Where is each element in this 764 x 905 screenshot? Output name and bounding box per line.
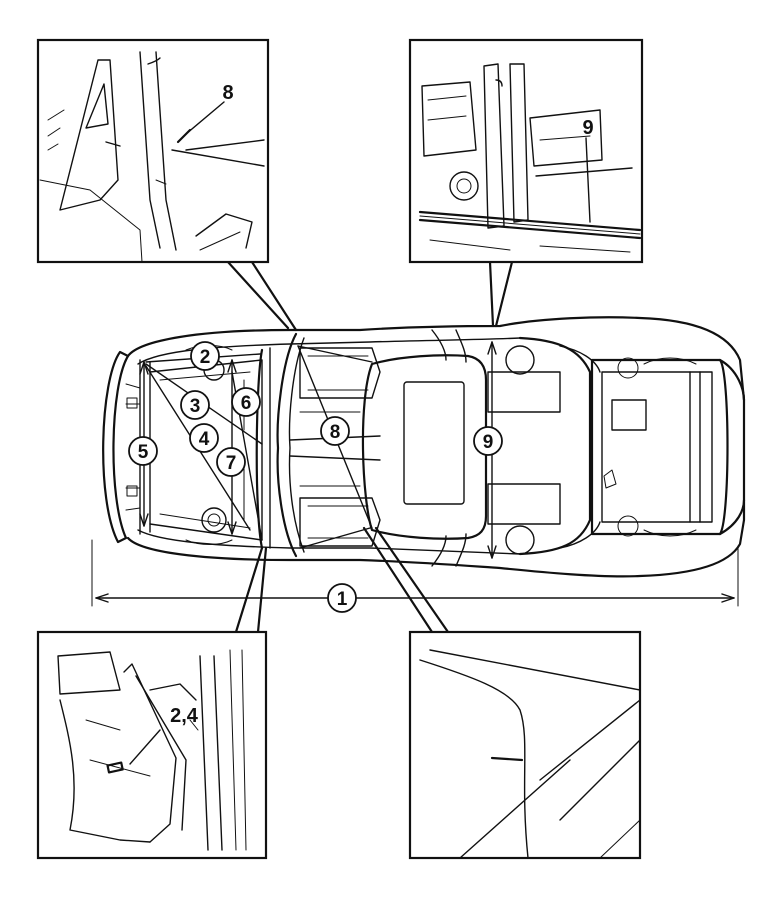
callout-6: 6	[231, 387, 261, 417]
detail-bottom-left-label: 2,4	[170, 705, 199, 727]
callout-3: 3	[180, 390, 210, 420]
detail-box-top-left: 8	[36, 38, 270, 264]
detail-box-top-right: 9	[408, 38, 644, 264]
callout-5: 5	[128, 436, 158, 466]
callout-4-label: 4	[199, 429, 210, 450]
detail-top-left-label: 8	[222, 82, 233, 104]
callout-7-label: 7	[226, 453, 237, 474]
detail-top-right-label: 9	[582, 117, 593, 139]
callout-2-label: 2	[200, 347, 211, 368]
callout-8: 8	[320, 416, 350, 446]
callout-9-label: 9	[483, 432, 494, 453]
detail-box-bottom-left: 2,4	[36, 630, 268, 860]
callout-7: 7	[216, 447, 246, 477]
detail-leader-lines	[226, 260, 514, 634]
callout-1-label: 1	[337, 589, 348, 610]
detail-box-bottom-right	[408, 630, 642, 860]
callout-3-label: 3	[190, 396, 201, 417]
callout-1: 1	[327, 583, 357, 613]
callout-6-label: 6	[241, 393, 252, 414]
callout-4: 4	[189, 423, 219, 453]
callout-8-label: 8	[330, 422, 341, 443]
callout-5-label: 5	[138, 442, 149, 463]
callout-2: 2	[190, 341, 220, 371]
callout-9: 9	[473, 426, 503, 456]
